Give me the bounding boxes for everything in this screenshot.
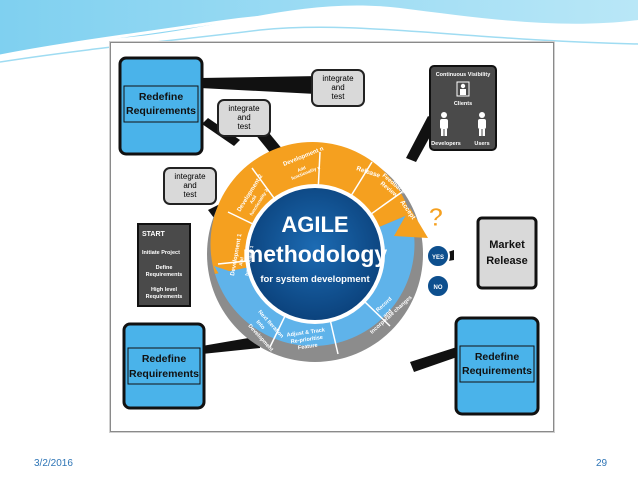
segment-label-reprioritise: Re-prioritise: [290, 335, 323, 345]
svg-text:Initiate Project: Initiate Project: [142, 250, 180, 256]
callout-pointer: [410, 346, 460, 372]
agile-diagram: AGILE methodology for system development…: [118, 56, 540, 416]
svg-text:integrate: integrate: [174, 172, 206, 181]
svg-text:Requirements: Requirements: [146, 272, 183, 278]
svg-text:Redefine: Redefine: [142, 353, 187, 365]
svg-text:Requirements: Requirements: [462, 365, 532, 377]
center-tagline: for system development: [260, 274, 370, 285]
svg-text:Redefine: Redefine: [475, 351, 520, 363]
svg-text:Market: Market: [489, 239, 525, 251]
market-release-box: Market Release: [476, 216, 538, 290]
svg-text:Requirements: Requirements: [126, 105, 196, 117]
svg-text:START: START: [142, 231, 166, 238]
svg-text:and: and: [237, 113, 250, 122]
visibility-box: Continuous Visibility Clients Developers…: [429, 65, 497, 151]
svg-text:Continuous Visibility: Continuous Visibility: [436, 72, 492, 78]
no-label: NO: [434, 285, 443, 291]
redefine-box-bottom-right: Redefine Requirements: [454, 316, 540, 416]
question-mark: ?: [428, 202, 444, 232]
segment-sublabel-devn: Add: [297, 165, 307, 173]
integrate-box: integrate and test: [311, 69, 365, 107]
ring-arrow-blue: [214, 266, 250, 304]
redefine-box-top-left: Redefine Requirements: [118, 56, 204, 156]
callout-pointer: [202, 336, 260, 354]
svg-text:test: test: [238, 122, 252, 131]
segment-sublabel-dev2: Add: [249, 194, 258, 204]
segment-label-into: Into: [255, 319, 267, 331]
user-person-icon: [478, 112, 486, 136]
segment-sublabel-dev1: Add: [238, 256, 244, 266]
svg-text:Users: Users: [474, 141, 489, 147]
segment-label-and: and: [382, 308, 393, 319]
svg-text:High level: High level: [151, 287, 177, 293]
client-person-icon: [456, 81, 470, 97]
svg-text:Release: Release: [486, 255, 528, 267]
integrate-box: integrate and test: [217, 99, 271, 137]
center-title: AGILE: [281, 212, 348, 237]
center-disc: [249, 188, 381, 320]
svg-text:integrate: integrate: [228, 104, 260, 113]
wave-band: [0, 0, 638, 56]
segment-label-adjust: Adjust & Track: [286, 327, 326, 338]
svg-text:Requirements: Requirements: [146, 294, 183, 300]
svg-text:integrate: integrate: [322, 74, 354, 83]
svg-text:Redefine: Redefine: [139, 91, 184, 103]
integrate-box: integrate and test: [163, 167, 217, 205]
svg-text:test: test: [184, 190, 198, 199]
svg-text:and: and: [331, 83, 344, 92]
header-waves: [0, 0, 638, 63]
slide-date: 3/2/2016: [34, 458, 73, 469]
center-subtitle: methodology: [243, 241, 388, 267]
no-circle: [426, 274, 450, 298]
slide-page-number: 29: [596, 458, 608, 469]
segment-label-feature: Feature: [298, 343, 319, 352]
svg-text:Developers: Developers: [431, 141, 461, 147]
svg-text:and: and: [183, 181, 196, 190]
yes-circle: [426, 244, 450, 268]
svg-text:test: test: [332, 92, 346, 101]
ring-arrow-orange: [394, 208, 428, 238]
svg-text:Requirements: Requirements: [129, 368, 199, 380]
segment-sublabel-dev1b: functionality 1: [244, 245, 254, 276]
redefine-box-bottom-left: Redefine Requirements: [122, 322, 206, 410]
svg-text:Define: Define: [156, 265, 173, 271]
wave-line-blue: [0, 26, 638, 63]
callout-pointer: [200, 76, 320, 94]
start-box: START Initiate Project Define Requiremen…: [137, 223, 191, 307]
svg-text:Clients: Clients: [454, 101, 472, 107]
wave-line-white: [0, 13, 638, 58]
developer-person-icon: [440, 112, 448, 136]
yes-label: YES: [432, 255, 444, 261]
test-label: TEST: [456, 253, 469, 259]
